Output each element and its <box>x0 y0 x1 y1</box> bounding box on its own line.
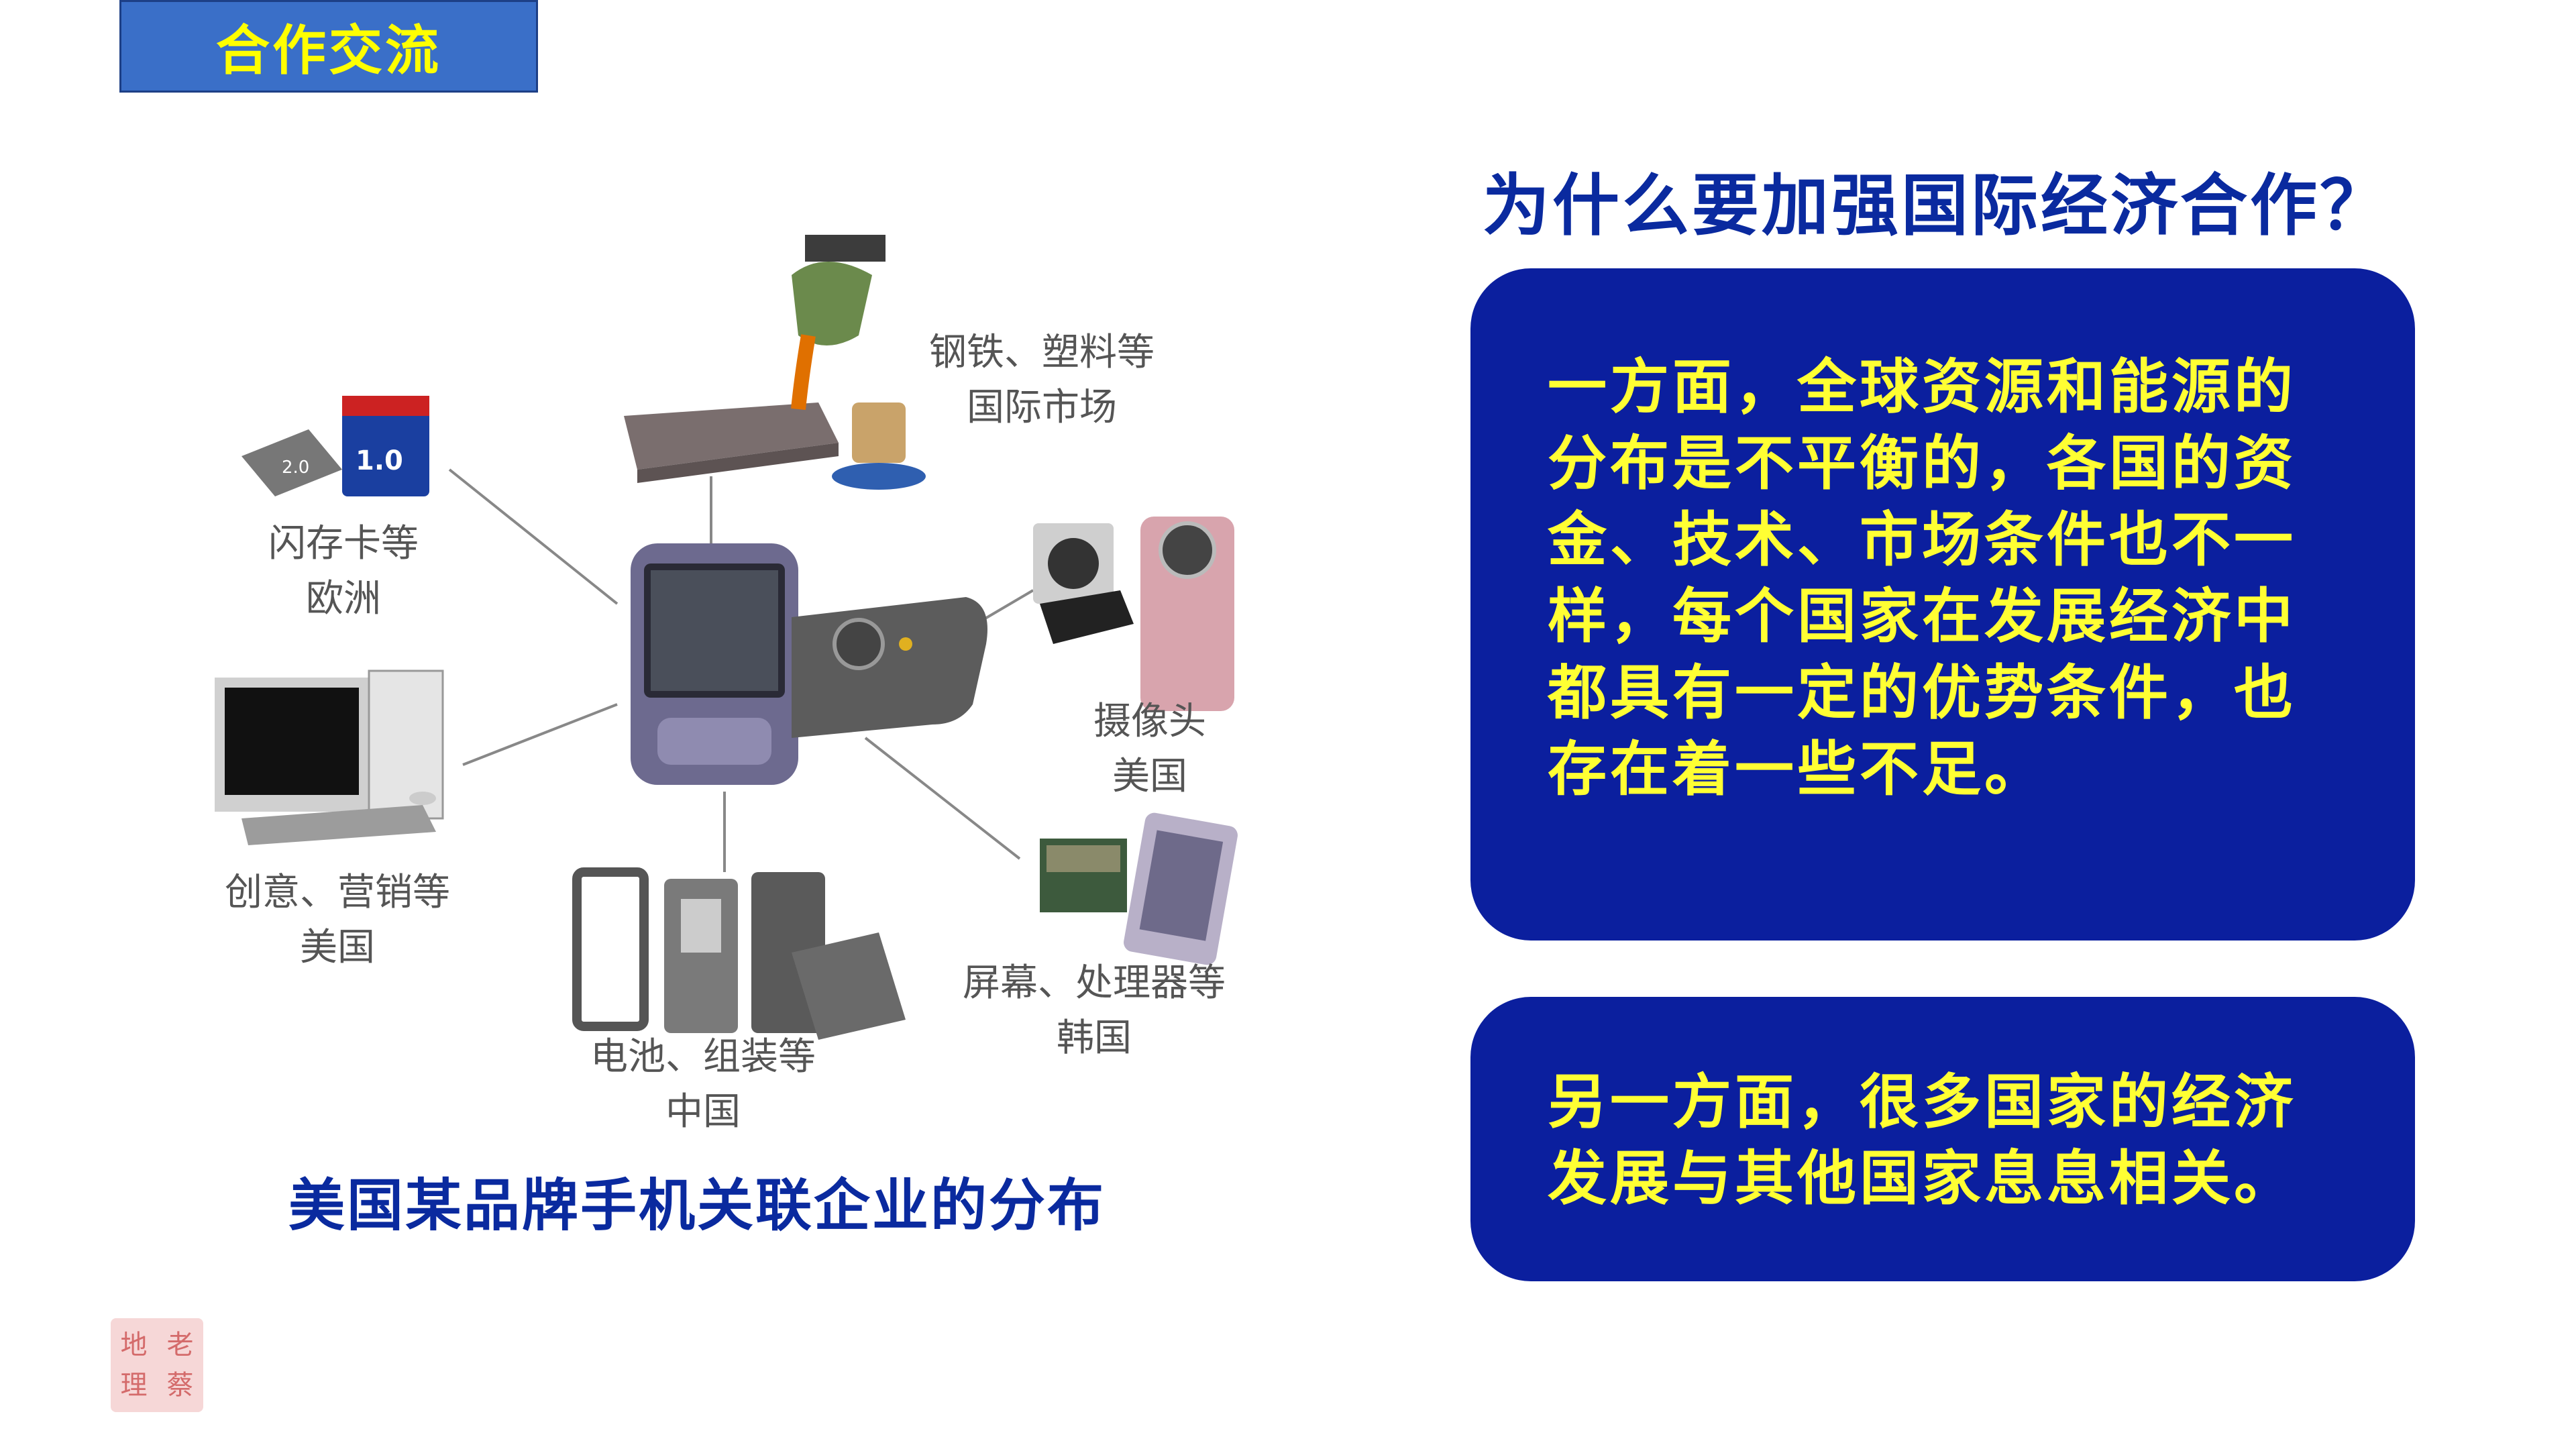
section-tag: 合作交流 <box>119 0 538 93</box>
camera-module-icon <box>1033 517 1234 711</box>
label-screen-processor: 屏幕、处理器等韩国 <box>963 961 1226 1060</box>
figure-illustration: 2.0 1.0 <box>215 235 1238 1040</box>
label-steel-plastic: 钢铁、塑料等国际市场 <box>929 331 1155 429</box>
flash-card-icon: 2.0 1.0 <box>241 396 429 496</box>
phone-icon <box>631 543 987 785</box>
micro-card-text: 2.0 <box>282 458 309 478</box>
label-creative-marketing: 创意、营销等美国 <box>225 871 450 969</box>
steel-plastic-icon <box>624 235 926 490</box>
label-camera: 摄像头美国 <box>1093 700 1206 798</box>
phone-supply-chain-figure: 2.0 1.0 <box>201 201 1308 1140</box>
label-battery-assembly: 电池、组装等中国 <box>590 1035 816 1134</box>
question-title: 为什么要加强国际经济合作？ <box>1483 166 2390 245</box>
figure-caption: 美国某品牌手机关联企业的分布 <box>288 1173 1106 1238</box>
sd-card-text: 1.0 <box>356 445 403 476</box>
battery-assembly-icon <box>572 867 906 1040</box>
author-seal: 地 老 理 蔡 <box>111 1318 203 1412</box>
reason-box-2: 另一方面，很多国家的经济发展与其他国家息息相关。 <box>1470 997 2415 1281</box>
reason-text-2: 另一方面，很多国家的经济发展与其他国家息息相关。 <box>1548 1067 2297 1213</box>
label-flash-card: 闪存卡等欧洲 <box>268 522 419 621</box>
reason-box-1: 一方面，全球资源和能源的分布是不平衡的，各国的资金、技术、市场条件也不一样，每个… <box>1470 268 2415 941</box>
computer-icon <box>215 669 444 845</box>
screen-processor-icon <box>1040 812 1238 965</box>
connector-lines <box>448 468 1034 872</box>
reason-text-1: 一方面，全球资源和能源的分布是不平衡的，各国的资金、技术、市场条件也不一样，每个… <box>1548 352 2297 804</box>
